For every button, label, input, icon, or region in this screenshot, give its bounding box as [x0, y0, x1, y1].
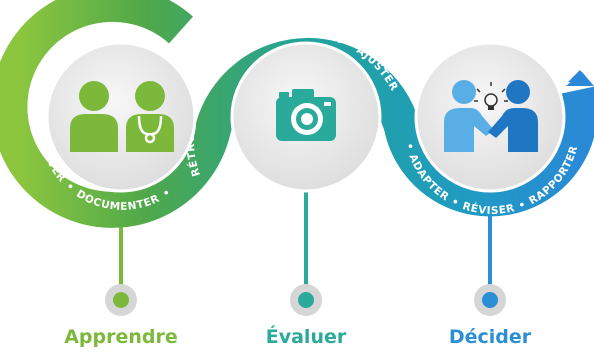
stage-label-decider: Décider — [449, 326, 532, 348]
stage-circle-apprendre — [45, 41, 197, 193]
process-ribbon — [0, 0, 594, 228]
stage-dot-decider — [474, 284, 506, 316]
word-reviser: RÉVISER — [461, 200, 516, 217]
handshake-lightbulb-icon — [444, 80, 538, 152]
ribbon-band — [0, 0, 594, 228]
stage-circle-evaluer — [230, 41, 382, 193]
stage-label-apprendre: Apprendre — [64, 326, 178, 348]
ribbon-arrow-tip — [568, 70, 590, 82]
stage-dot-evaluer — [290, 284, 322, 316]
camera-icon — [276, 89, 336, 141]
clinicians-icon — [70, 81, 174, 152]
stage-label-evaluer: Évaluer — [266, 325, 347, 348]
stage-circle-decider — [414, 41, 566, 193]
stage-dot-apprendre — [105, 284, 137, 316]
